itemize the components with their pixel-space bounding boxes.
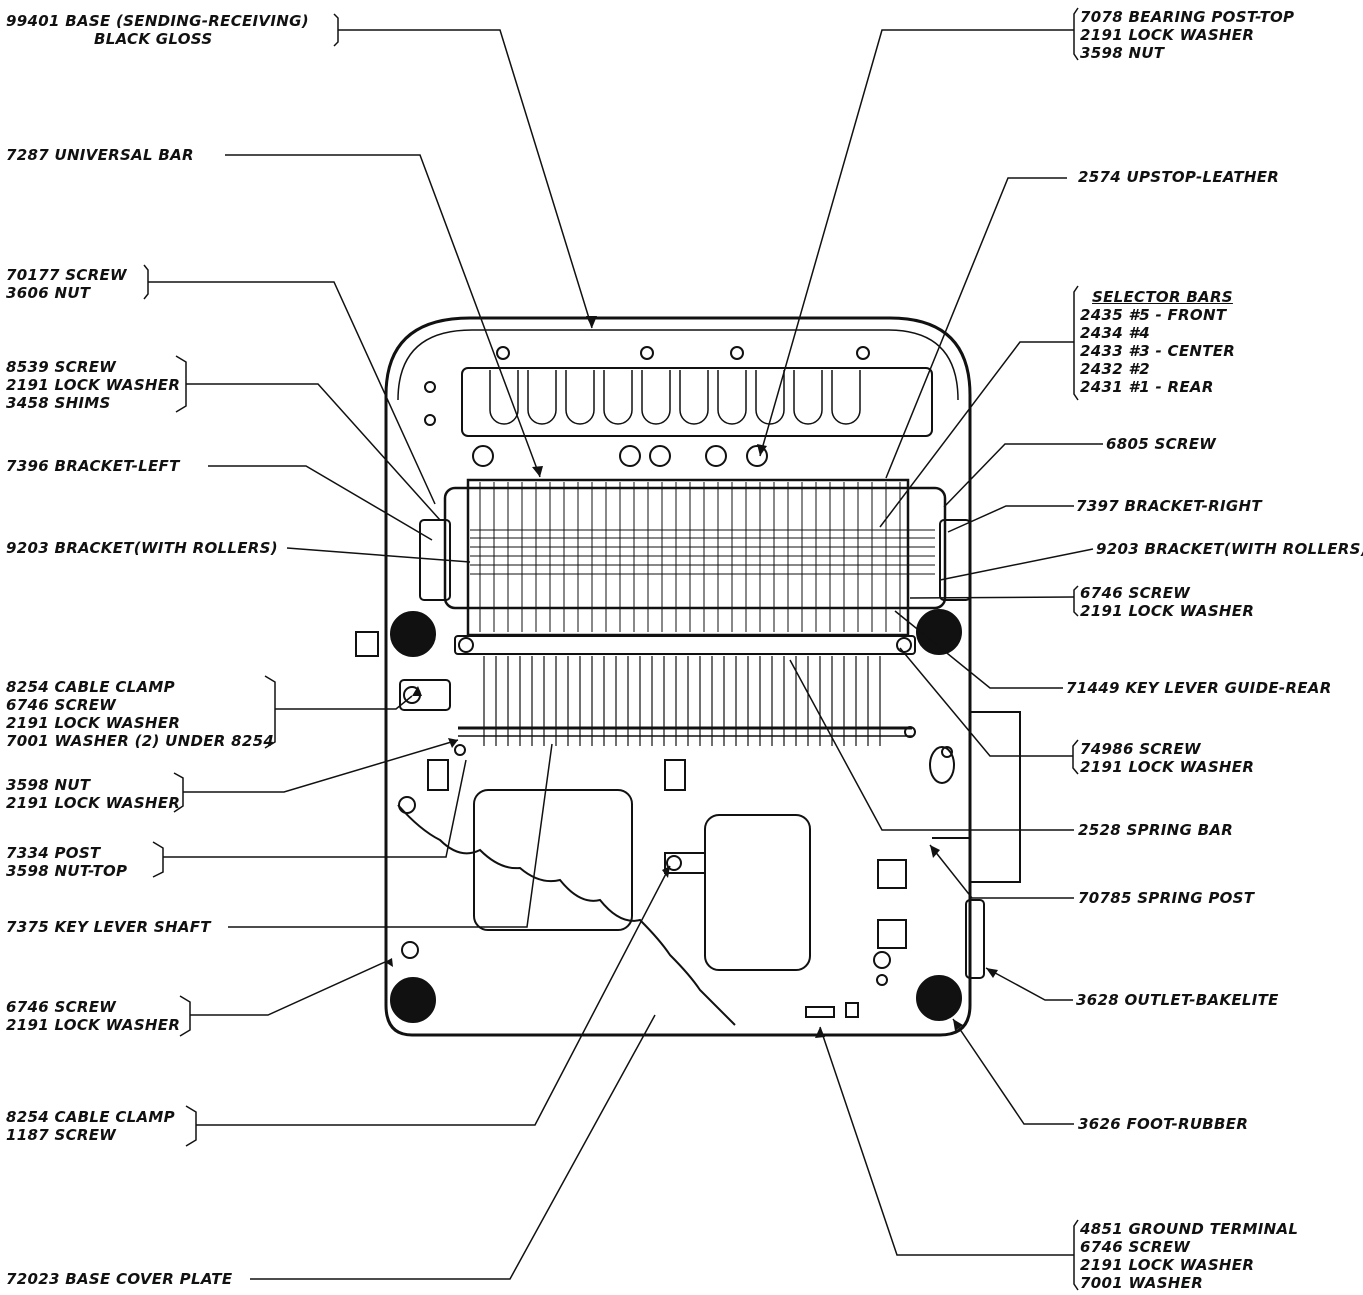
base-outline xyxy=(384,316,972,1037)
label-screw-70177: 70177 SCREW 3606 NUT xyxy=(6,266,127,302)
label-line: 8539 SCREW xyxy=(6,358,117,376)
label-line: 2431 #1 - REAR xyxy=(1080,378,1214,396)
label-base-cover-plate: 72023 BASE COVER PLATE xyxy=(6,1270,233,1288)
label-screw-6805: 6805 SCREW xyxy=(1106,435,1217,453)
label-nut-3598: 3598 NUT 2191 LOCK WASHER xyxy=(6,776,180,812)
label-line: 3458 SHIMS xyxy=(6,394,111,412)
label-line: 2191 LOCK WASHER xyxy=(1080,758,1255,776)
label-screw-74986: 74986 SCREW 2191 LOCK WASHER xyxy=(1080,740,1254,776)
label-ground-terminal: 4851 GROUND TERMINAL 6746 SCREW 2191 LOC… xyxy=(1080,1220,1298,1292)
label-universal-bar: 7287 UNIVERSAL BAR xyxy=(6,146,194,164)
label-line: 2191 LOCK WASHER xyxy=(1080,26,1255,44)
foot-top-right xyxy=(916,609,962,655)
label-spring-post: 70785 SPRING POST xyxy=(1078,889,1255,907)
label-line: 2191 LOCK WASHER xyxy=(6,376,181,394)
label-line: 8254 CABLE CLAMP xyxy=(6,1108,175,1126)
label-line: 2433 #3 - CENTER xyxy=(1080,342,1236,360)
label-line: 2191 LOCK WASHER xyxy=(6,1016,181,1034)
label-line: 7334 POST xyxy=(6,844,101,862)
label-line: 2435 #5 - FRONT xyxy=(1080,306,1227,324)
label-line: BLACK GLOSS xyxy=(94,30,213,48)
label-line: 2191 LOCK WASHER xyxy=(1080,1256,1255,1274)
label-line: 4851 GROUND TERMINAL xyxy=(1080,1220,1299,1238)
label-outlet: 3628 OUTLET-BAKELITE xyxy=(1076,991,1279,1009)
foot-top-left xyxy=(390,611,436,657)
label-line: 8254 CABLE CLAMP xyxy=(6,678,175,696)
label-screw-6746-right: 6746 SCREW 2191 LOCK WASHER xyxy=(1080,584,1254,620)
label-line: 2191 LOCK WASHER xyxy=(6,714,181,732)
label-cable-clamp-1187: 8254 CABLE CLAMP 1187 SCREW xyxy=(6,1108,175,1144)
label-line: 6746 SCREW xyxy=(6,696,117,714)
label-line: 99401 BASE (SENDING-RECEIVING) xyxy=(6,12,309,30)
label-post-7334: 7334 POST 3598 NUT-TOP xyxy=(6,844,127,880)
foot-bottom-left xyxy=(390,977,436,1023)
label-line: 2191 LOCK WASHER xyxy=(6,794,181,812)
label-bearing-post: 7078 BEARING POST-TOP 2191 LOCK WASHER 3… xyxy=(1080,8,1294,62)
label-screw-8539: 8539 SCREW 2191 LOCK WASHER 3458 SHIMS xyxy=(6,358,180,412)
foot-bottom-right xyxy=(916,975,962,1021)
label-line: 70177 SCREW xyxy=(6,266,127,284)
label-line: 74986 SCREW xyxy=(1080,740,1201,758)
label-key-lever-shaft: 7375 KEY LEVER SHAFT xyxy=(6,918,211,936)
label-line: 2191 LOCK WASHER xyxy=(1080,602,1255,620)
label-selector-bars: SELECTOR BARS 2435 #5 - FRONT 2434 #4 24… xyxy=(1080,288,1235,396)
label-line: 6746 SCREW xyxy=(6,998,117,1016)
label-spring-bar: 2528 SPRING BAR xyxy=(1078,821,1234,839)
label-foot-rubber: 3626 FOOT-RUBBER xyxy=(1078,1115,1249,1133)
label-line: 6746 SCREW xyxy=(1080,1238,1191,1256)
label-cable-clamp-8254: 8254 CABLE CLAMP 6746 SCREW 2191 LOCK WA… xyxy=(6,678,274,750)
label-line: 7078 BEARING POST-TOP xyxy=(1080,8,1295,26)
label-base: 99401 BASE (SENDING-RECEIVING) BLACK GLO… xyxy=(6,12,309,48)
label-line: 3598 NUT xyxy=(1080,44,1165,62)
selector-bars-title: SELECTOR BARS xyxy=(1092,288,1233,306)
label-upstop: 2574 UPSTOP-LEATHER xyxy=(1078,168,1280,186)
label-line: 3598 NUT xyxy=(6,776,91,794)
label-line: 6746 SCREW xyxy=(1080,584,1191,602)
label-screw-6746-bottom: 6746 SCREW 2191 LOCK WASHER xyxy=(6,998,180,1034)
label-bracket-right: 7397 BRACKET-RIGHT xyxy=(1076,497,1262,515)
label-bracket-rollers-right: 9203 BRACKET(WITH ROLLERS) xyxy=(1096,540,1363,558)
label-key-lever-guide: 71449 KEY LEVER GUIDE-REAR xyxy=(1066,679,1332,697)
label-line: 7001 WASHER xyxy=(1080,1274,1204,1292)
label-line: 2432 #2 xyxy=(1080,360,1150,378)
label-line: 1187 SCREW xyxy=(6,1126,117,1144)
label-line: 7001 WASHER (2) UNDER 8254 xyxy=(6,732,275,750)
label-line: 2434 #4 xyxy=(1080,324,1150,342)
label-bracket-left: 7396 BRACKET-LEFT xyxy=(6,457,180,475)
label-line: 3606 NUT xyxy=(6,284,91,302)
label-line: 3598 NUT-TOP xyxy=(6,862,128,880)
label-bracket-rollers-left: 9203 BRACKET(WITH ROLLERS) xyxy=(6,539,278,557)
